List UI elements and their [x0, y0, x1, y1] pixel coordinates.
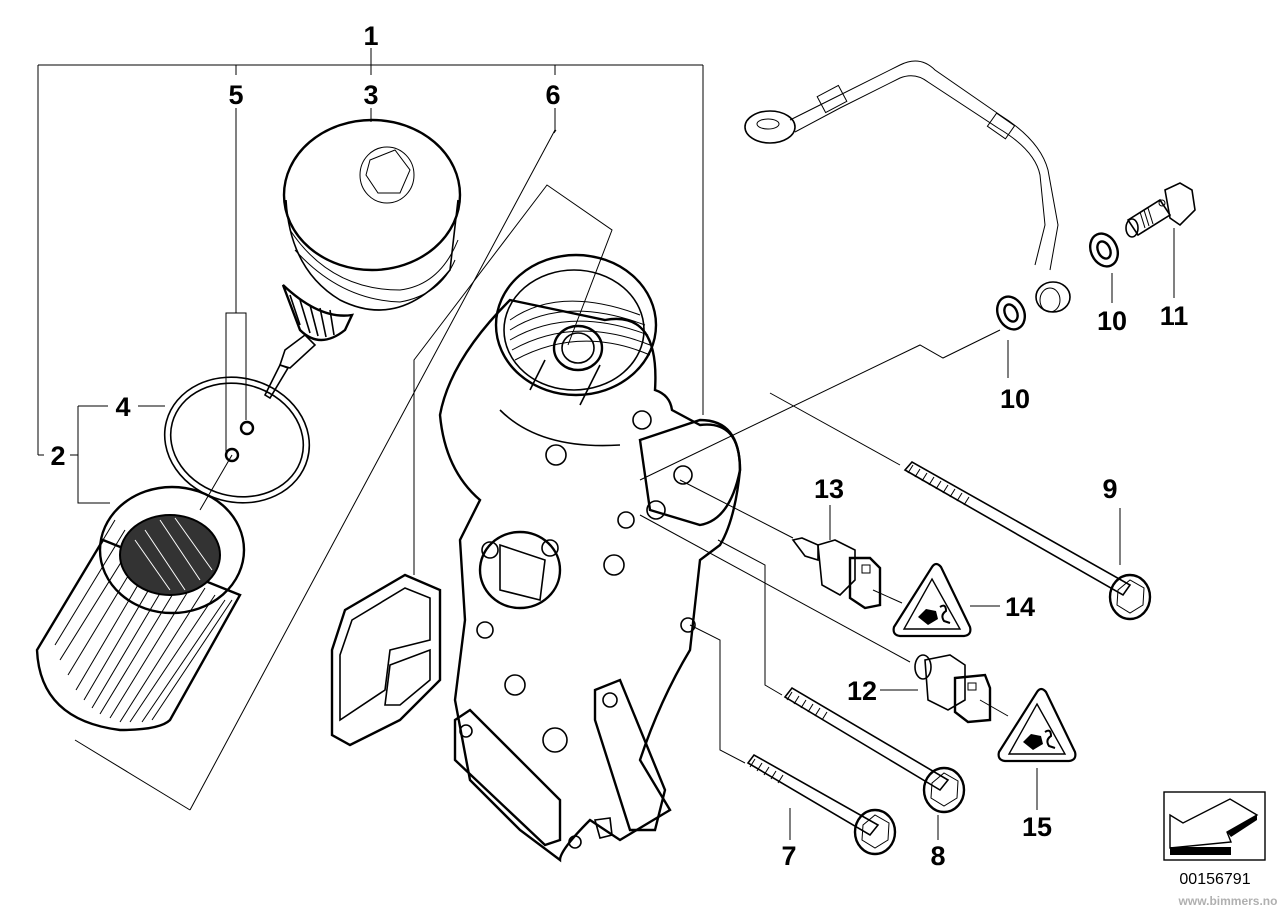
- callout-12: 12: [847, 676, 877, 706]
- oil-pipe[interactable]: [744, 60, 1071, 313]
- callout-9: 9: [1102, 474, 1117, 504]
- oil-filter-housing[interactable]: [438, 253, 742, 863]
- callout-3: 3: [363, 80, 378, 110]
- callout-5: 5: [228, 80, 243, 110]
- small-o-rings[interactable]: [224, 420, 255, 463]
- bolt-8[interactable]: [783, 686, 966, 814]
- callout-7: 7: [781, 841, 796, 871]
- callout-labels: 1 5 3 6 4 2 10 11 10 13 9 14 12 15 7 8: [50, 21, 1188, 871]
- oil-filter-cover[interactable]: [263, 118, 462, 400]
- hollow-bolt[interactable]: [1125, 182, 1196, 238]
- callout-8: 8: [930, 841, 945, 871]
- bracket-part-1: [37, 48, 704, 456]
- callout-6: 6: [545, 80, 560, 110]
- washer-10a[interactable]: [992, 292, 1030, 334]
- reference-number: 00156791: [1179, 871, 1250, 888]
- temperature-sensor[interactable]: [791, 537, 882, 610]
- warning-symbol-15: [997, 687, 1077, 763]
- oil-filter-element[interactable]: [35, 485, 246, 732]
- callout-1: 1: [363, 21, 378, 51]
- bolt-7[interactable]: [746, 753, 897, 856]
- bolt-9[interactable]: [903, 460, 1152, 621]
- warning-symbol-14: [892, 562, 972, 638]
- washer-10b[interactable]: [1085, 229, 1123, 271]
- oil-pressure-switch[interactable]: [914, 654, 992, 724]
- large-o-ring[interactable]: [150, 361, 323, 519]
- callout-13: 13: [814, 474, 844, 504]
- gasket[interactable]: [330, 573, 442, 747]
- callout-11: 11: [1160, 301, 1189, 331]
- orientation-arrow-box: [1163, 791, 1266, 861]
- callout-4: 4: [115, 392, 130, 422]
- watermark: www.bimmers.no: [1178, 894, 1278, 908]
- callout-14: 14: [1005, 592, 1035, 622]
- callout-15: 15: [1022, 812, 1052, 842]
- callout-2: 2: [50, 441, 65, 471]
- leader-lines: [70, 108, 1175, 840]
- callout-10-lower: 10: [1000, 384, 1030, 414]
- callout-10-upper: 10: [1097, 306, 1127, 336]
